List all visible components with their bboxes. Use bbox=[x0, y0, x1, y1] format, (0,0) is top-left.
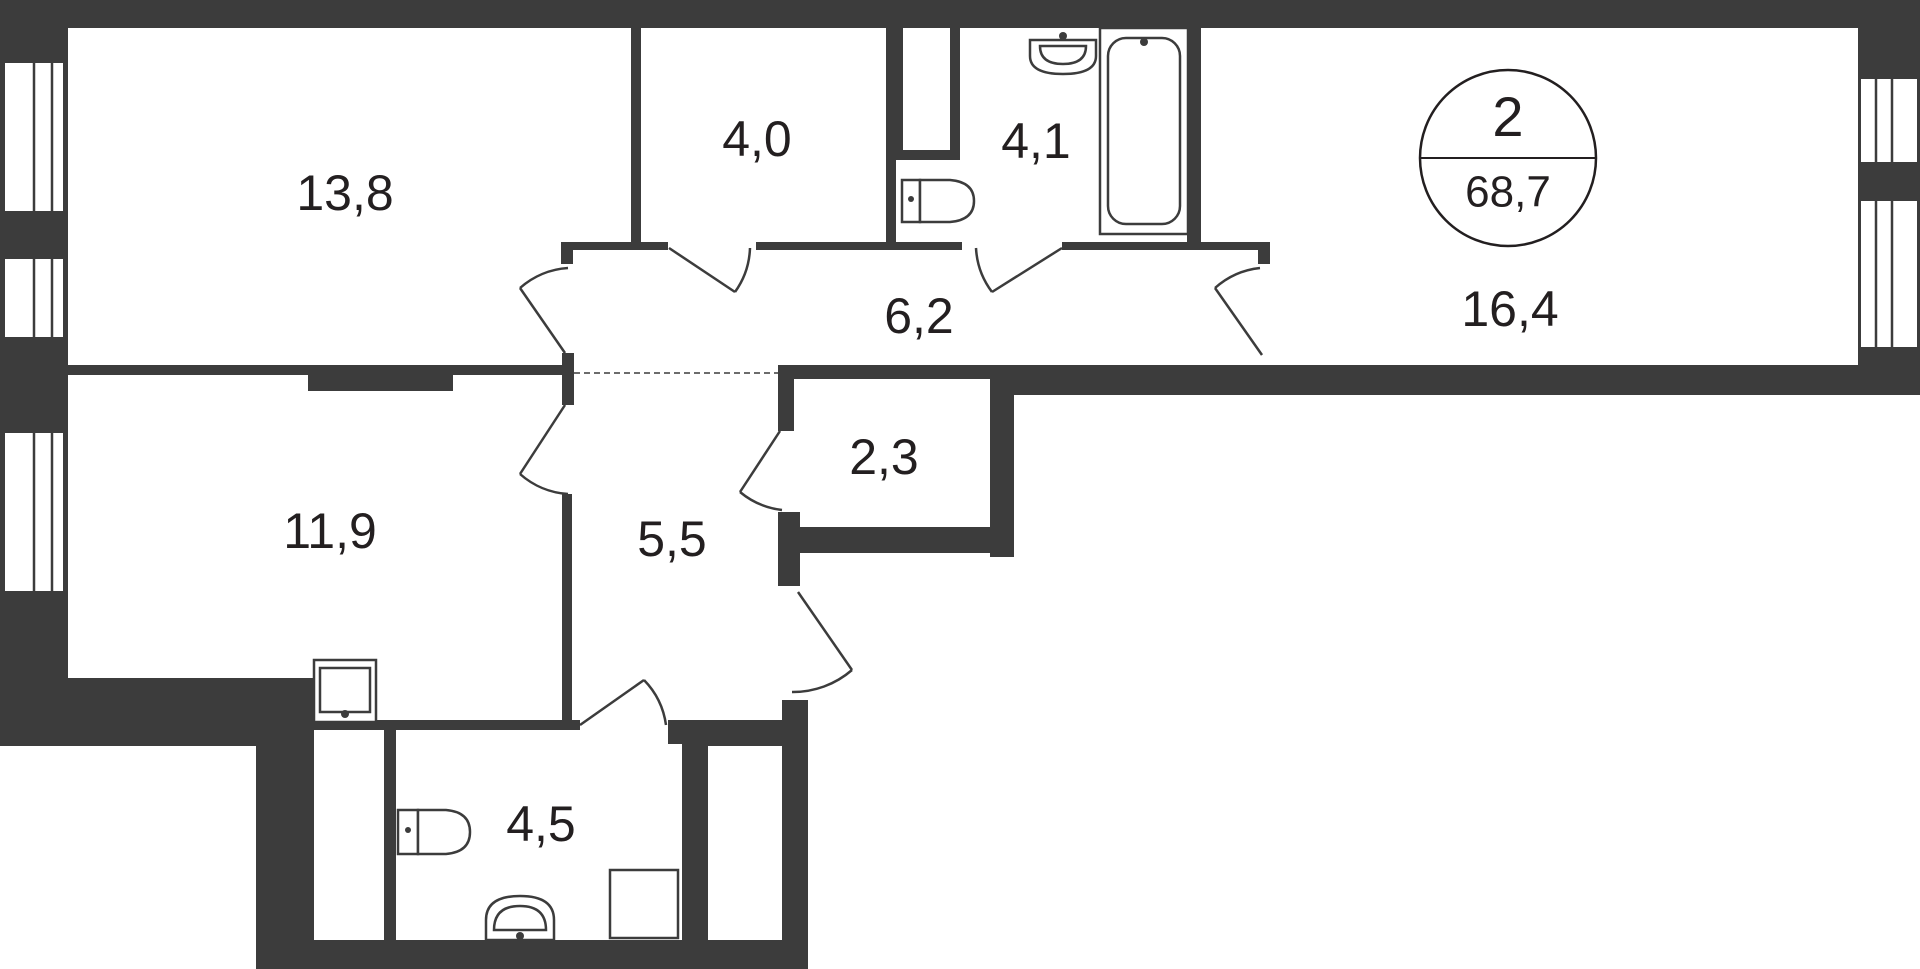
room-area-label: 5,5 bbox=[637, 511, 707, 567]
room-area-label: 2,3 bbox=[849, 429, 919, 485]
room-area-label: 11,9 bbox=[283, 503, 377, 559]
sink-icon bbox=[1028, 32, 1098, 76]
sink-icon bbox=[484, 894, 556, 942]
fixtures bbox=[312, 26, 1190, 942]
bathtub-icon bbox=[1098, 26, 1190, 236]
room-labels: 13,8 4,0 4,1 16,4 6,2 11,9 5,5 2,3 4,5 bbox=[283, 111, 1558, 852]
room-area-label: 4,0 bbox=[722, 111, 792, 167]
toilet-icon bbox=[900, 178, 976, 224]
room-count: 2 bbox=[1492, 85, 1523, 148]
windows bbox=[3, 61, 1919, 593]
apartment-badge: 2 68,7 bbox=[1418, 68, 1598, 248]
room-area-label: 13,8 bbox=[296, 165, 393, 221]
room-area-label: 4,5 bbox=[506, 796, 576, 852]
washing-machine-icon bbox=[608, 868, 680, 940]
interior-walls bbox=[64, 22, 1270, 943]
toilet-icon bbox=[396, 808, 472, 856]
room-area-label: 6,2 bbox=[884, 288, 954, 344]
doors bbox=[518, 246, 1264, 727]
total-area: 68,7 bbox=[1465, 168, 1551, 217]
room-area-label: 4,1 bbox=[1001, 113, 1071, 169]
kitchen-sink-icon bbox=[312, 658, 378, 724]
room-area-label: 16,4 bbox=[1461, 281, 1558, 337]
